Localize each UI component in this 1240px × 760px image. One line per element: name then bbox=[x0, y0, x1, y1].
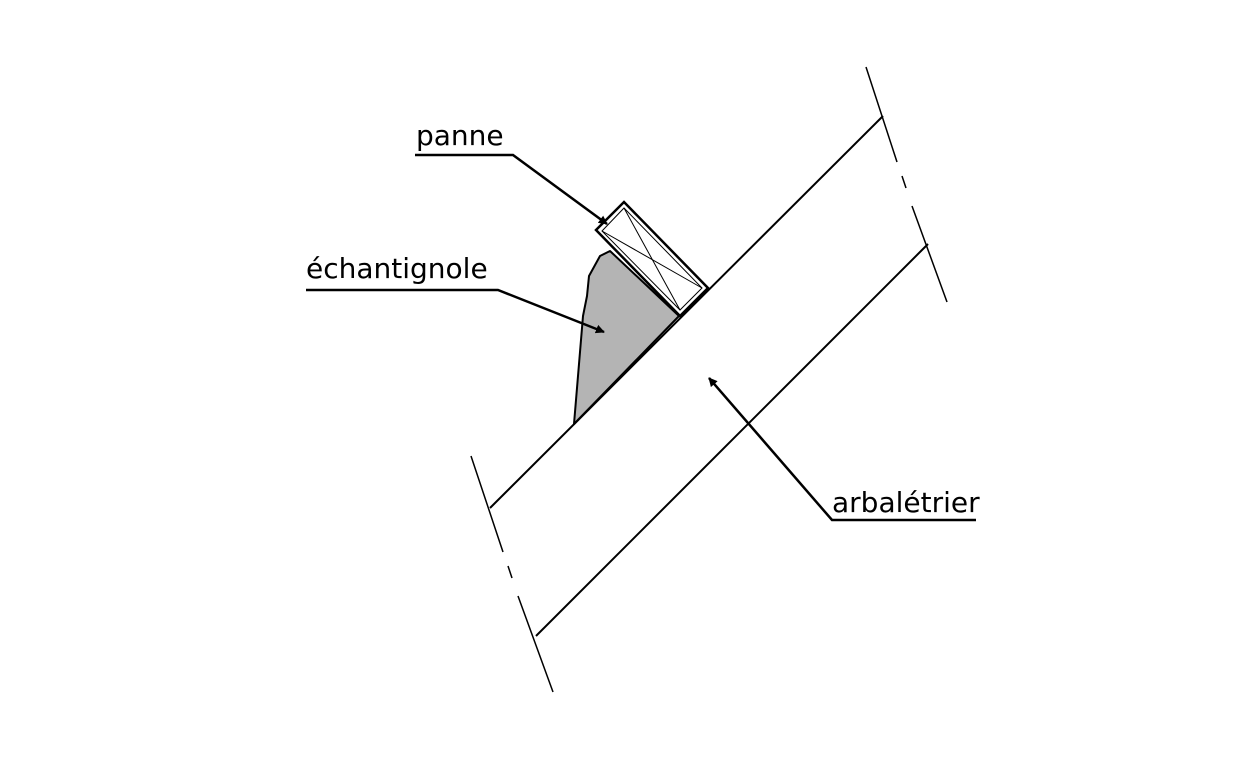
arbaletrier-bottom-edge bbox=[535, 243, 929, 637]
panne-label: panne bbox=[416, 119, 504, 152]
arbaletrier-label: arbalétrier bbox=[832, 486, 980, 519]
break-line-icon bbox=[865, 66, 948, 303]
panne-section bbox=[594, 200, 710, 318]
echantignole-leader bbox=[306, 288, 605, 334]
panne-leader bbox=[415, 153, 608, 226]
arbaletrier-top-edge bbox=[489, 115, 884, 509]
break-line-icon bbox=[470, 455, 554, 693]
echantignole-label: échantignole bbox=[306, 252, 488, 285]
arbaletrier-leader bbox=[708, 377, 976, 522]
echantignole-block bbox=[573, 250, 680, 425]
